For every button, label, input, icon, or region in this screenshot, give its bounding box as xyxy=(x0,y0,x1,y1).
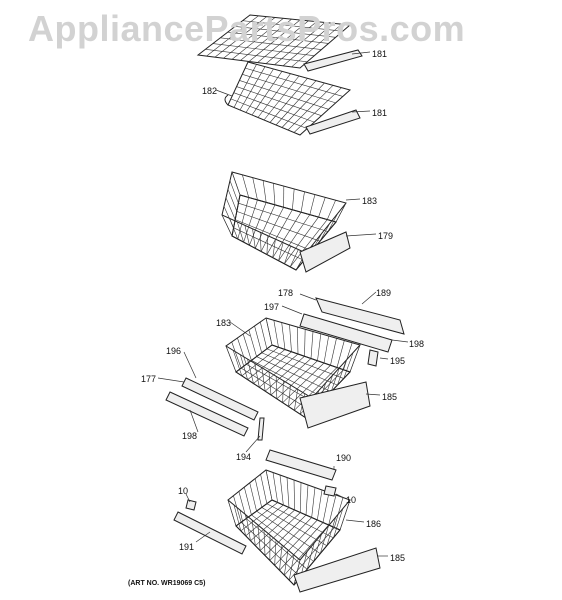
callout-10-a: 10 xyxy=(178,486,189,496)
watermark-logo: AppliancePartsPros.com xyxy=(28,8,466,49)
callout-183-b: 183 xyxy=(216,318,232,328)
callout-177: 177 xyxy=(141,374,157,384)
callout-195: 195 xyxy=(390,356,406,366)
callout-185-b: 185 xyxy=(390,553,406,563)
callout-186: 186 xyxy=(366,519,382,529)
wire-basket-middle xyxy=(225,317,371,429)
wire-shelf-lower xyxy=(224,61,361,136)
callout-198-b: 198 xyxy=(182,431,198,441)
leader-lines xyxy=(157,51,409,557)
callout-191: 191 xyxy=(179,542,195,552)
callout-196: 196 xyxy=(166,346,182,356)
callout-198-a: 198 xyxy=(409,339,425,349)
trim-and-slide-parts xyxy=(165,297,405,555)
callout-10-b: 10 xyxy=(346,495,357,505)
callout-181-b: 181 xyxy=(372,108,388,118)
callout-189: 189 xyxy=(376,288,392,298)
wire-shelf-upper xyxy=(196,14,363,72)
callout-178: 178 xyxy=(278,288,294,298)
callout-179: 179 xyxy=(378,231,394,241)
callout-194: 194 xyxy=(236,452,252,462)
wire-basket-bottom xyxy=(227,469,381,593)
art-number: (ART NO. WR19069 C5) xyxy=(128,580,206,587)
callout-181-a: 181 xyxy=(372,49,388,59)
callout-190: 190 xyxy=(336,453,352,463)
callout-197: 197 xyxy=(264,302,280,312)
callout-182: 182 xyxy=(202,86,218,96)
callout-183-a: 183 xyxy=(362,196,378,206)
wire-basket-top xyxy=(221,171,351,273)
callout-185-a: 185 xyxy=(382,392,398,402)
